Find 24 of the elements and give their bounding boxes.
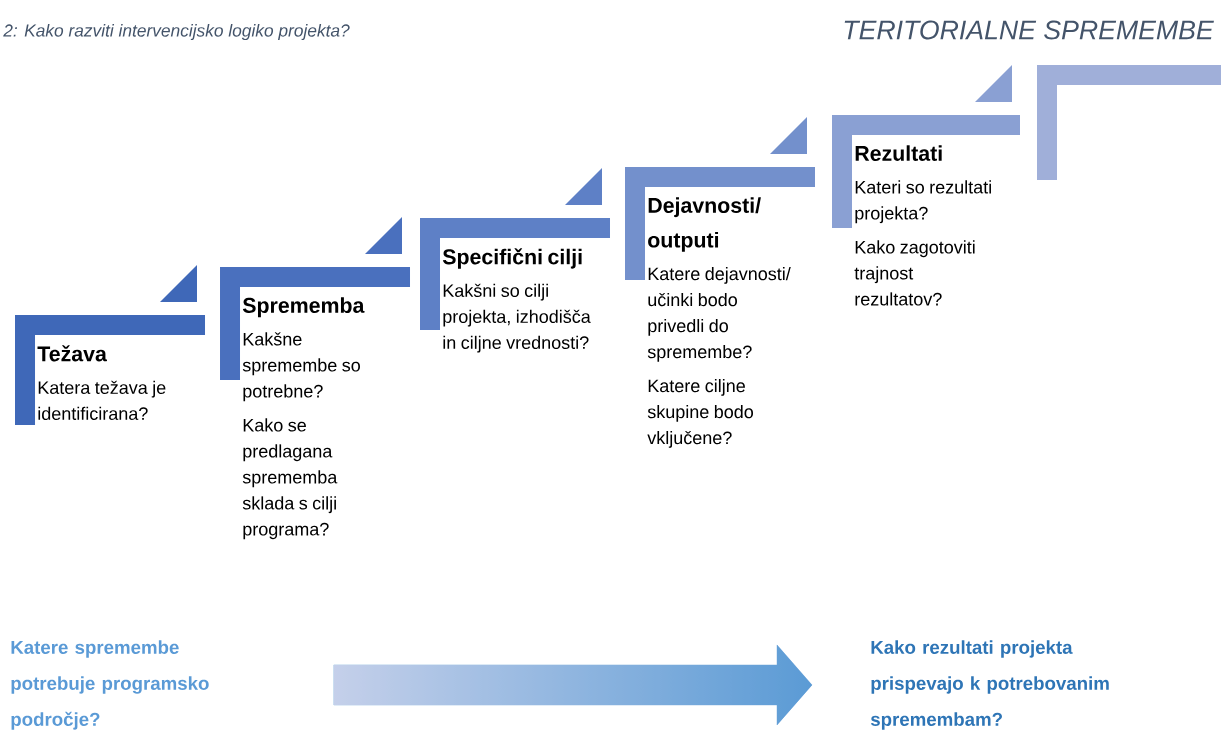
question-text: Katere dejavnosti/ učinki bodo privedli do spremembe? bbox=[647, 267, 791, 362]
step-shape bbox=[220, 217, 410, 540]
step-heading: Rezultati bbox=[855, 145, 942, 161]
question-text: Kateri so rezultati projekta? bbox=[855, 180, 991, 224]
page-heading: 2: Kako razviti intervencijsko logiko projekta? bbox=[3, 23, 350, 41]
question-text: Kakšni so cilji projekta, izhodišča in ciljne vrednosti? bbox=[443, 283, 591, 353]
question-text: Katera težava je identificirana? bbox=[38, 380, 166, 420]
question-text: Katere ciljne skupine bodo vključene? bbox=[647, 379, 753, 448]
step-shape bbox=[625, 117, 815, 448]
step-shape bbox=[832, 65, 1020, 306]
question-text: Katere spremembe potrebuje programsko področje? bbox=[11, 640, 209, 730]
step-heading: Sprememba bbox=[242, 297, 365, 318]
step-shape bbox=[420, 168, 610, 353]
section-heading: TERITORIALNE SPREMEMBE bbox=[844, 20, 1214, 40]
step-heading: Težava bbox=[37, 345, 107, 362]
step-shape bbox=[15, 265, 205, 425]
gradient-arrow bbox=[333, 644, 813, 726]
question-text: Kako rezultati projekta prispevajo k potrebovanim spremembam? bbox=[870, 640, 1109, 730]
step-heading: Dejavnosti/ outputi bbox=[648, 197, 761, 252]
question-text: Kako se predlagana sprememba sklada s cilji programa? bbox=[242, 418, 338, 540]
question-text: Kakšne spremembe so potrebne? bbox=[242, 332, 360, 402]
step-shape bbox=[1037, 65, 1221, 180]
question-text: Kako zagotoviti trajnost rezultatov? bbox=[854, 240, 975, 306]
step-heading: Specifični cilji bbox=[442, 248, 582, 269]
